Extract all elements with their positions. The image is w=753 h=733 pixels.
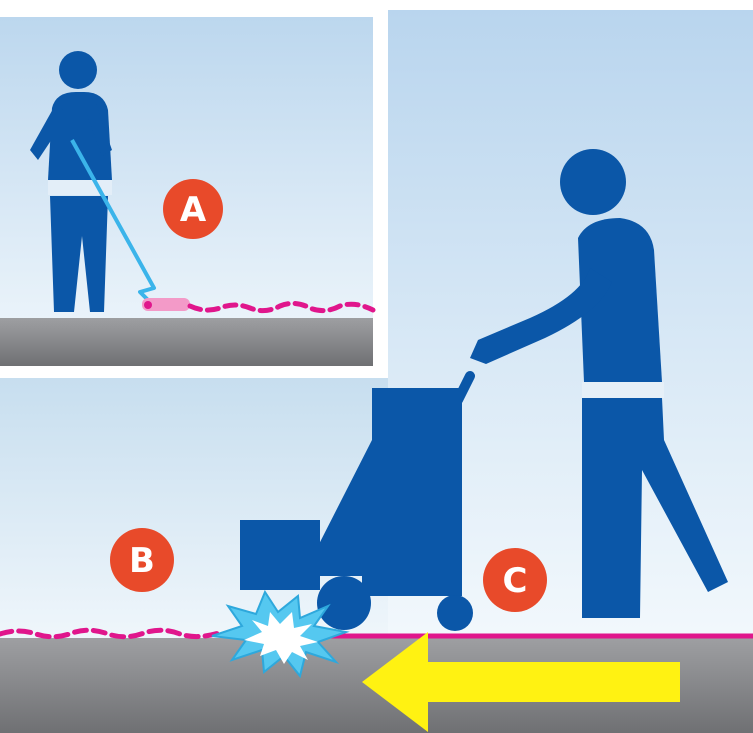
inset-floor (0, 318, 373, 366)
marker-b-label: B (129, 541, 155, 581)
machine-front-wheel (317, 576, 371, 630)
person-head (59, 51, 97, 89)
marker-c-label: C (503, 561, 528, 601)
marker-a-label: A (180, 190, 207, 230)
mop-joint (144, 301, 152, 309)
machine-front-block (240, 520, 320, 590)
machine-rear-wheel (437, 595, 473, 631)
operator-belt-gap (582, 382, 664, 398)
operator-head (560, 149, 626, 215)
